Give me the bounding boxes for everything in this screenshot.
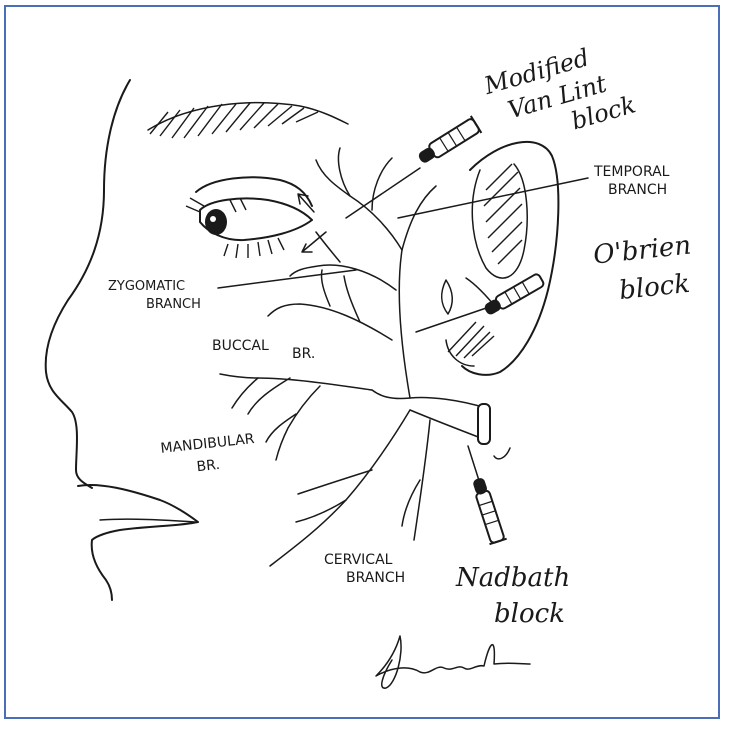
label-buccal: BUCCAL BR.	[212, 338, 315, 362]
figure-frame	[4, 5, 720, 719]
label-temporal: TEMPORAL BRANCH	[593, 164, 670, 198]
eyebrow	[147, 102, 349, 131]
label-zygomatic-line2: BRANCH	[146, 297, 201, 312]
arrow-upper	[297, 193, 315, 213]
label-nadbath-line1: Nadbath	[455, 563, 570, 593]
tragus	[441, 279, 453, 315]
face-profile	[44, 79, 131, 489]
mouth-line	[99, 518, 196, 523]
label-nadbath-line2: block	[494, 599, 565, 629]
ear-inner-fold	[471, 163, 528, 279]
ear-outline	[461, 141, 560, 376]
syringe-nadbath	[473, 478, 507, 546]
syringe-obrien	[484, 273, 545, 315]
lips	[77, 483, 199, 601]
label-cervical-line1: CERVICAL	[324, 552, 393, 568]
label-mandibular-line2: BR.	[196, 457, 221, 475]
label-cervical: CERVICAL BRANCH	[324, 552, 405, 586]
iris	[205, 209, 227, 235]
label-zygomatic: ZYGOMATIC BRANCH	[108, 279, 201, 312]
label-nadbath: Nadbath block	[455, 563, 570, 629]
facial-nerve	[219, 147, 511, 567]
ear-hatching-upper	[483, 163, 523, 265]
artist-signature	[375, 635, 531, 689]
label-obrien-line1: O'brien	[592, 231, 693, 271]
label-mandibular: MANDIBULAR BR.	[160, 431, 256, 475]
label-mandibular-line1: MANDIBULAR	[160, 431, 256, 457]
label-temporal-line2: BRANCH	[608, 182, 667, 198]
eye-outline	[199, 197, 313, 242]
label-obrien: O'brien block	[592, 231, 693, 307]
label-obrien-line2: block	[618, 269, 692, 306]
label-buccal-line1: BUCCAL	[212, 338, 269, 354]
label-buccal-line2: BR.	[292, 346, 315, 362]
upper-eyelid	[195, 176, 313, 207]
syringe-van-lint	[418, 115, 483, 163]
arrow-lower	[301, 231, 327, 253]
label-cervical-line2: BRANCH	[346, 570, 405, 586]
label-temporal-line1: TEMPORAL	[593, 164, 670, 180]
pupil-highlight	[210, 216, 216, 222]
leader-lines	[217, 167, 589, 491]
ear-hatching-lower	[447, 321, 495, 359]
label-zygomatic-line1: ZYGOMATIC	[108, 279, 185, 294]
earlobe	[445, 339, 475, 367]
eyebrow-hatching	[149, 102, 319, 139]
label-van-lint: Modified Van Lint block	[480, 43, 639, 135]
eyelashes	[185, 197, 285, 259]
